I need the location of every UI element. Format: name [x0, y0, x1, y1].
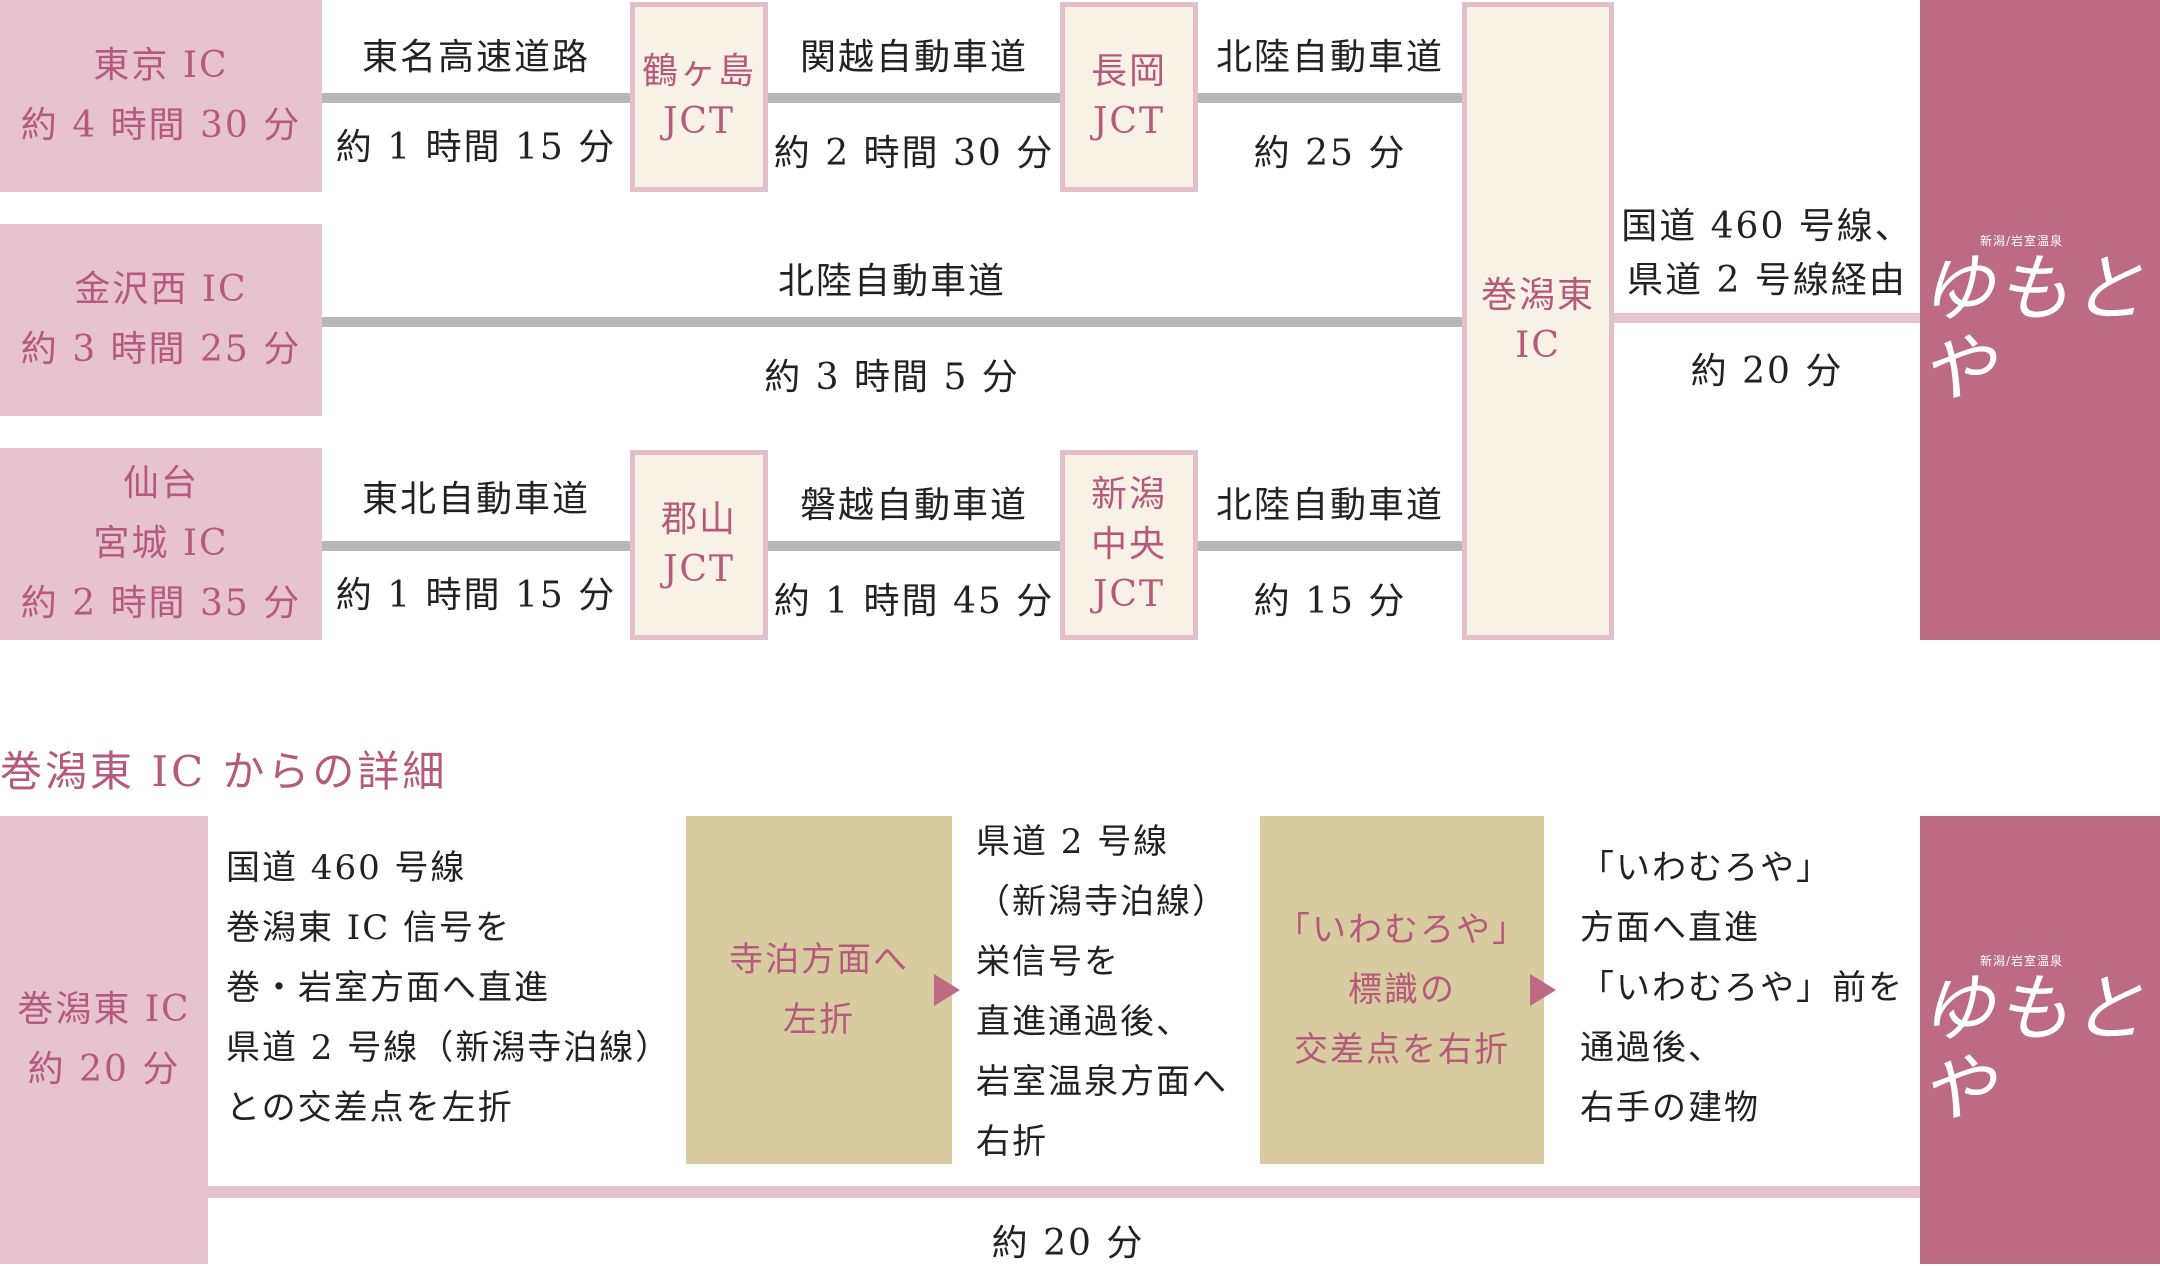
road-label-hokuriku: 北陸自動車道: [1215, 37, 1444, 78]
jct-tsurugashima: 鶴ヶ島 JCT: [630, 2, 768, 192]
origin-kanazawa: 金沢西 IC 約 3 時間 25 分: [0, 224, 322, 416]
origin-tokyo: 東京 IC 約 4 時間 30 分: [0, 0, 322, 192]
time-label: 約 1 時間 45 分: [773, 581, 1055, 622]
origin-sendai: 仙台 宮城 IC 約 2 時間 35 分: [0, 448, 322, 640]
origin-name: 金沢西 IC: [74, 269, 248, 310]
time-label: 約 3 時間 5 分: [764, 357, 1020, 398]
road-label-tomei: 東名高速道路: [361, 37, 590, 78]
road-line: [322, 317, 1462, 327]
jct-nagaoka: 長岡 JCT: [1060, 2, 1198, 192]
arrow-right-icon: [1530, 974, 1556, 1006]
yumotoya-logo: 新潟/岩室温泉 ゆもとや: [1920, 233, 2147, 412]
time-label: 約 2 時間 30 分: [773, 133, 1055, 174]
detail-origin: 巻潟東 IC 約 20 分: [0, 816, 208, 1264]
origin-name-2: 宮城 IC: [93, 523, 229, 564]
road-label-hokuriku: 北陸自動車道: [1215, 485, 1444, 526]
step-box-turn-right: 「いわむろや」 標識の 交差点を右折: [1260, 816, 1544, 1164]
road-line: [768, 541, 1060, 551]
time-label: 約 25 分: [1253, 133, 1407, 174]
origin-name: 仙台: [122, 463, 199, 504]
final-road-label: 国道 460 号線、 県道 2 号線経由: [1621, 206, 1913, 301]
detail-road-line: [208, 1186, 1920, 1198]
step1-text: 国道 460 号線 巻潟東 IC 信号を 巻・岩室方面へ直進 県道 2 号線（新…: [226, 848, 672, 1128]
step3-text: 「いわむろや」 方面へ直進 「いわむろや」前を 通過後、 右手の建物: [1580, 848, 1904, 1128]
destination-logo-bottom: 新潟/岩室温泉 ゆもとや: [1920, 816, 2160, 1264]
detail-section-title: 巻潟東 IC からの詳細: [0, 747, 448, 796]
road-label-hokuriku: 北陸自動車道: [777, 261, 1006, 302]
arrow-right-icon: [934, 974, 960, 1006]
step2-text: 県道 2 号線 （新潟寺泊線） 栄信号を 直進通過後、 岩室温泉方面へ 右折: [976, 822, 1228, 1162]
time-label: 約 1 時間 15 分: [335, 575, 617, 616]
road-label-kanetsu: 関越自動車道: [799, 37, 1028, 78]
jct-koriyama: 郡山 JCT: [630, 450, 768, 640]
road-label-banetsu: 磐越自動車道: [799, 485, 1028, 526]
final-time-label: 約 20 分: [1690, 351, 1844, 392]
road-line: [322, 541, 630, 551]
yumotoya-logo: 新潟/岩室温泉 ゆもとや: [1920, 953, 2147, 1132]
maki-ic: 巻潟東 IC: [1462, 2, 1614, 640]
origin-time: 約 4 時間 30 分: [20, 105, 302, 146]
step-box-turn-left: 寺泊方面へ 左折: [686, 816, 952, 1164]
road-line: [322, 93, 630, 103]
time-label: 約 15 分: [1253, 581, 1407, 622]
final-road-line: [1614, 313, 1920, 323]
destination-logo-top: 新潟/岩室温泉 ゆもとや: [1920, 0, 2160, 640]
origin-time: 約 3 時間 25 分: [20, 329, 302, 370]
road-line: [1198, 93, 1462, 103]
origin-name: 東京 IC: [93, 45, 229, 86]
detail-total-time: 約 20 分: [991, 1223, 1145, 1264]
road-line: [768, 93, 1060, 103]
road-line: [1198, 541, 1462, 551]
jct-niigata-chuo: 新潟 中央 JCT: [1060, 450, 1198, 640]
origin-time: 約 2 時間 35 分: [20, 583, 302, 624]
road-label-tohoku: 東北自動車道: [361, 479, 590, 520]
time-label: 約 1 時間 15 分: [335, 127, 617, 168]
